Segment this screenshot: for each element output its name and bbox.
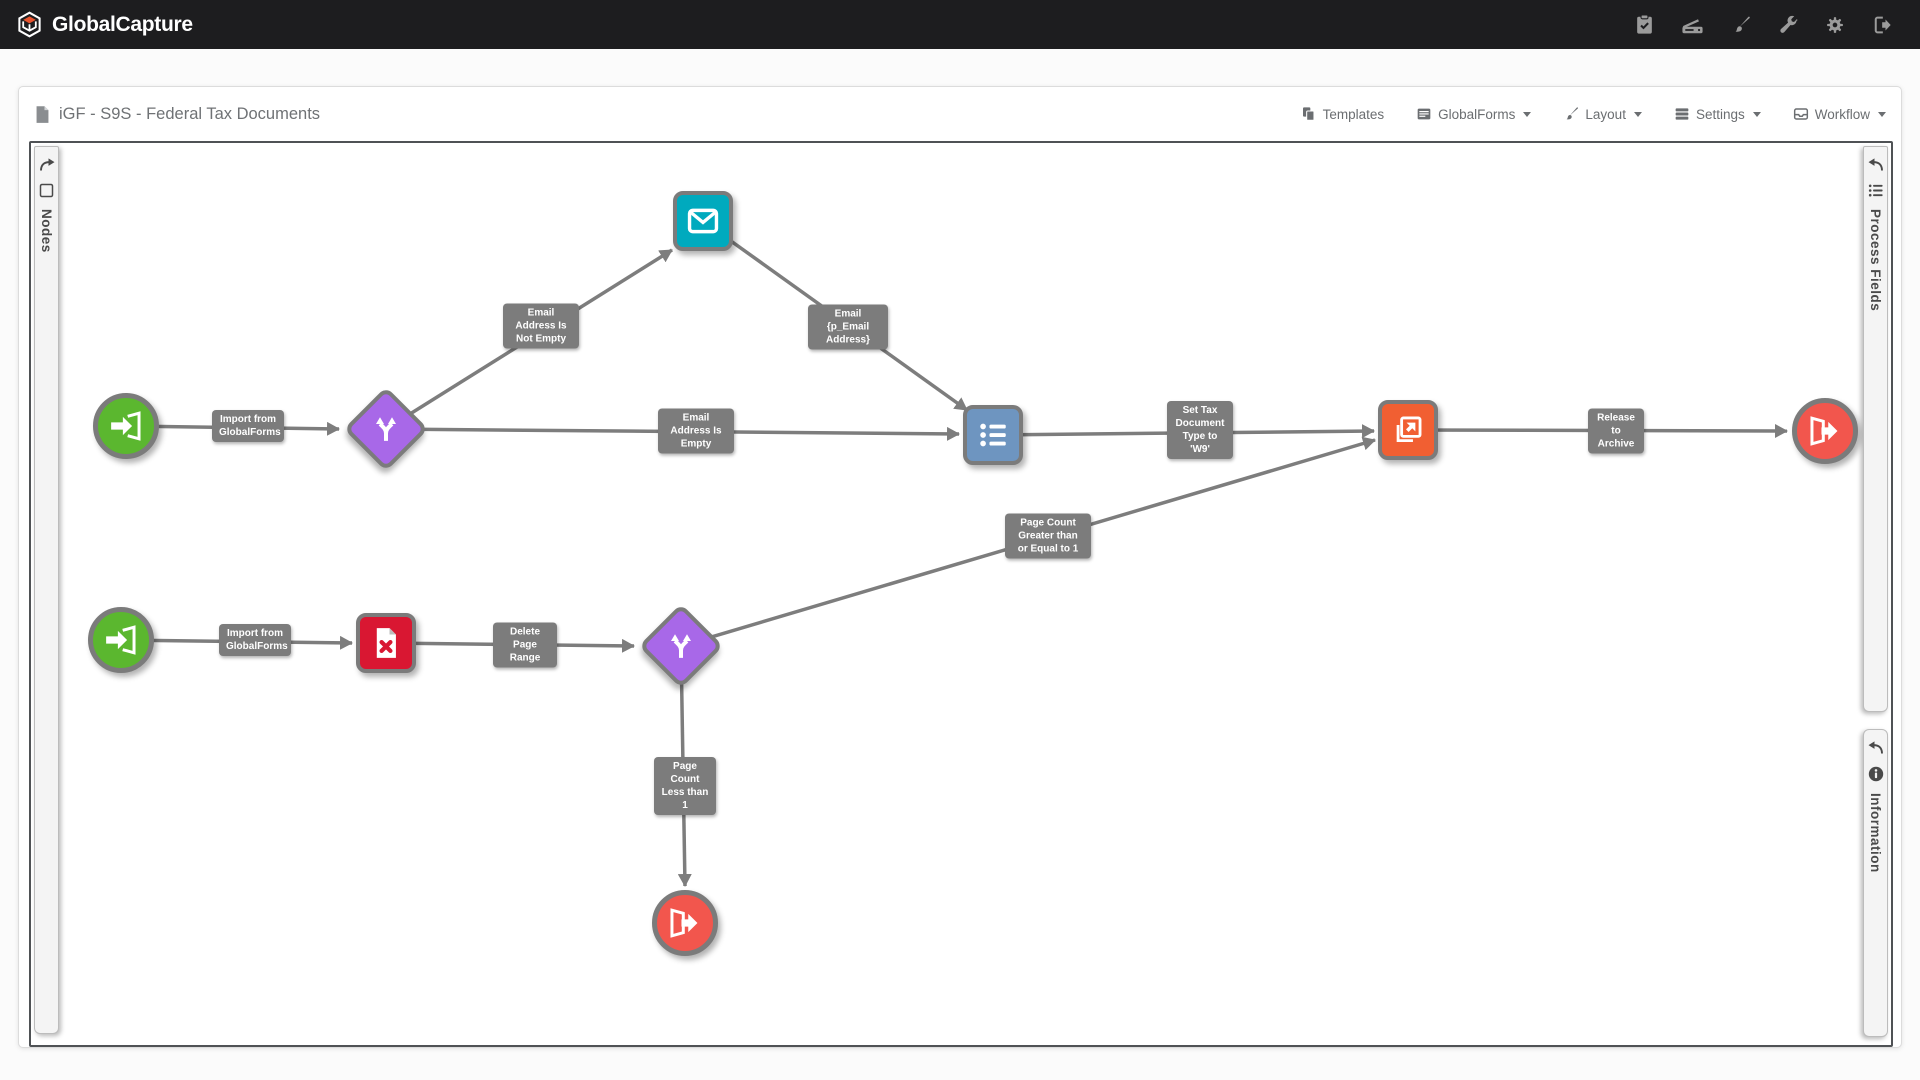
chevron-down-icon xyxy=(1752,111,1761,117)
scanner-icon[interactable] xyxy=(1681,14,1704,35)
edge-label[interactable]: Set Tax Document Type to 'W9' xyxy=(1167,401,1233,459)
menu-settings[interactable]: Settings xyxy=(1674,106,1761,122)
workflow-canvas[interactable]: Import from GlobalForms Email Address Is … xyxy=(29,141,1893,1047)
set-process-fields-node[interactable] xyxy=(963,405,1023,465)
export-icon xyxy=(1391,413,1425,447)
node-layer: Import from GlobalForms Email Address Is … xyxy=(31,143,1891,1045)
delete-pages-node[interactable] xyxy=(356,613,416,673)
import-icon xyxy=(109,409,143,443)
workflow-end-node[interactable] xyxy=(652,890,718,956)
workflow-end-node[interactable] xyxy=(1792,398,1858,464)
list-icon xyxy=(976,418,1010,452)
edge-label[interactable]: Email Address Is Not Empty xyxy=(503,303,579,349)
exit-icon xyxy=(1808,414,1842,448)
export-node[interactable] xyxy=(1378,400,1438,460)
workflow-start-node[interactable] xyxy=(88,607,154,673)
menu-globalforms[interactable]: GlobalForms xyxy=(1416,106,1532,122)
workflow-start-node[interactable] xyxy=(93,393,159,459)
clipboard-check-icon[interactable] xyxy=(1635,14,1654,35)
menu-templates[interactable]: Templates xyxy=(1301,106,1385,122)
collapse-arrow-icon[interactable] xyxy=(1867,740,1885,755)
menu-label: Layout xyxy=(1585,106,1626,122)
top-app-bar: GlobalCapture xyxy=(0,0,1920,49)
chevron-down-icon xyxy=(1523,111,1532,117)
header-menus: Templates GlobalForms xyxy=(1301,106,1886,122)
envelope-icon xyxy=(686,204,720,238)
nodes-panel-label: Nodes xyxy=(39,209,54,253)
nodes-panel-tab[interactable]: Nodes xyxy=(34,146,59,1034)
edge-label[interactable]: Import from GlobalForms xyxy=(219,624,291,656)
layout-brush-icon xyxy=(1567,107,1579,120)
document-icon xyxy=(36,105,49,123)
chevron-down-icon xyxy=(1878,111,1886,117)
edge-label[interactable]: Page Count Greater than or Equal to 1 xyxy=(1005,513,1091,559)
workflow-archive-icon xyxy=(1793,108,1808,120)
menu-workflow[interactable]: Workflow xyxy=(1793,106,1886,122)
workflow-designer-card: iGF - S9S - Federal Tax Documents Templa… xyxy=(18,86,1902,1048)
information-panel-label: Information xyxy=(1868,793,1883,873)
import-icon xyxy=(104,623,138,657)
paintbrush-icon[interactable] xyxy=(1731,15,1751,35)
globalforms-icon xyxy=(1417,108,1431,120)
menu-label: GlobalForms xyxy=(1438,106,1516,122)
information-panel-tab[interactable]: Information xyxy=(1863,729,1888,1037)
info-icon xyxy=(1868,766,1884,782)
email-node[interactable] xyxy=(673,191,733,251)
edge-label[interactable]: Email {p_Email Address} xyxy=(808,304,888,350)
page-title: iGF - S9S - Federal Tax Documents xyxy=(59,104,321,123)
wrench-icon[interactable] xyxy=(1778,15,1798,35)
menu-label: Templates xyxy=(1322,106,1385,122)
file-x-icon xyxy=(369,626,403,660)
decision-node[interactable] xyxy=(638,603,724,689)
edge-label[interactable]: Release to Archive xyxy=(1588,408,1644,454)
sign-out-icon[interactable] xyxy=(1872,15,1892,35)
checkbox-icon[interactable] xyxy=(39,183,54,198)
document-title: iGF - S9S - Federal Tax Documents xyxy=(34,105,320,124)
settings-bars-icon xyxy=(1675,108,1689,120)
edge-label[interactable]: Import from GlobalForms xyxy=(212,410,284,442)
templates-icon xyxy=(1302,107,1315,121)
edge-label[interactable]: Email Address Is Empty xyxy=(658,408,734,454)
menu-label: Workflow xyxy=(1814,106,1870,122)
edge-label[interactable]: Page Count Less than 1 xyxy=(654,757,716,815)
process-fields-panel-label: Process Fields xyxy=(1868,209,1883,312)
expand-arrow-icon[interactable] xyxy=(38,157,56,172)
branch-icon xyxy=(666,631,696,661)
chevron-down-icon xyxy=(1633,111,1642,117)
process-fields-panel-tab[interactable]: Process Fields xyxy=(1863,146,1888,712)
exit-icon xyxy=(668,906,702,940)
brand-name: GlobalCapture xyxy=(52,12,193,36)
branch-icon xyxy=(371,414,401,444)
collapse-arrow-icon[interactable] xyxy=(1867,157,1885,172)
globalcapture-logo-icon xyxy=(16,11,43,38)
gear-icon[interactable] xyxy=(1825,15,1845,35)
card-header: iGF - S9S - Federal Tax Documents Templa… xyxy=(19,87,1901,141)
edge-label[interactable]: Delete Page Range xyxy=(493,622,557,668)
fields-list-icon xyxy=(1868,183,1884,198)
menu-label: Settings xyxy=(1695,106,1745,122)
menu-layout[interactable]: Layout xyxy=(1563,106,1642,122)
decision-node[interactable] xyxy=(343,386,429,472)
